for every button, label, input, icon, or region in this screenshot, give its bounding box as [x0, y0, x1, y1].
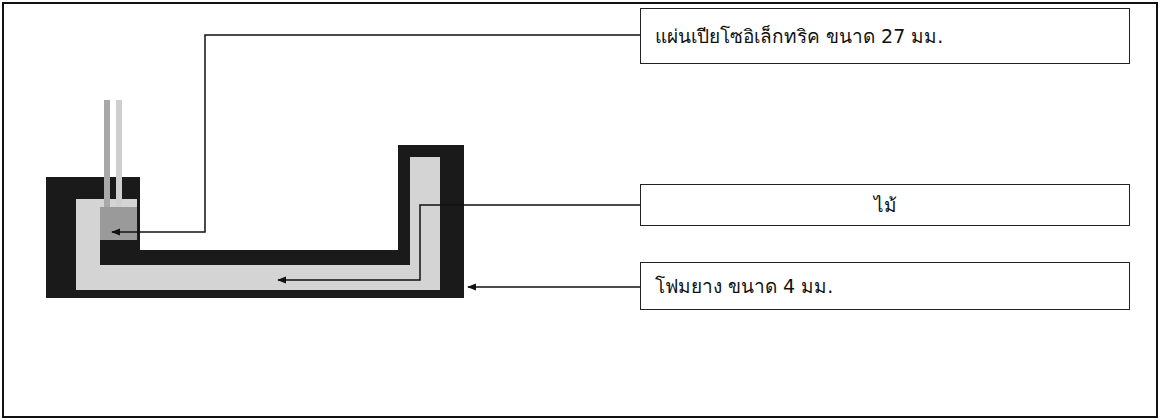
leader-line	[278, 205, 640, 280]
piezo-plate	[100, 207, 137, 240]
wood	[76, 157, 440, 290]
wire	[116, 100, 122, 207]
leader-line	[468, 286, 640, 288]
outer-frame	[3, 3, 1157, 417]
label-box: ไม้	[640, 184, 1130, 226]
wire	[104, 100, 110, 207]
label-text: ไม้	[874, 193, 897, 218]
label-text: แผ่นเปียโซอิเล็กทริค ขนาด 27 มม.	[655, 24, 943, 49]
label-box: โฟมยาง ขนาด 4 มม.	[640, 262, 1130, 310]
label-box: แผ่นเปียโซอิเล็กทริค ขนาด 27 มม.	[640, 8, 1130, 64]
label-text: โฟมยาง ขนาด 4 มม.	[655, 274, 833, 299]
leader-line	[112, 35, 640, 232]
